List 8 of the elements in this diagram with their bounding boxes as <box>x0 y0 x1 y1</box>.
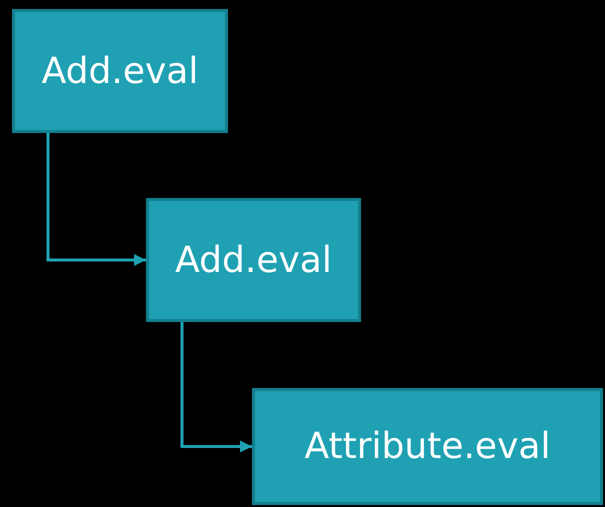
node-label: Attribute.eval <box>304 426 550 467</box>
process-box <box>146 198 361 322</box>
process-box <box>252 388 603 505</box>
connector-arrow <box>46 133 146 266</box>
connector-arrow <box>180 322 252 452</box>
process-box <box>12 9 228 133</box>
node-label: Add.eval <box>175 240 332 280</box>
node-label: Add.eval <box>42 50 198 92</box>
